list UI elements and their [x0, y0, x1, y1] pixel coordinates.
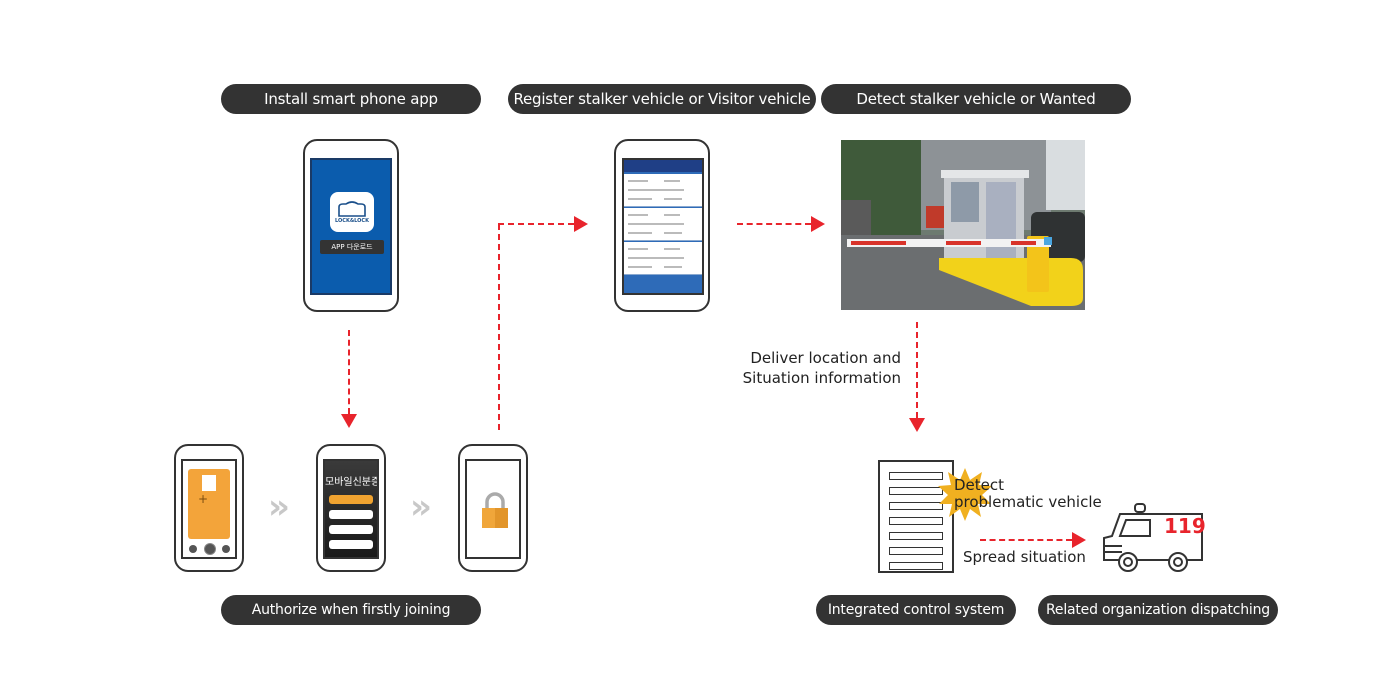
mobile-id-title: 모바일신분증	[325, 477, 379, 488]
dot-icon	[189, 545, 197, 553]
app-install-phone: LOCK&LOCK APP 다운로드	[303, 139, 399, 312]
input-field[interactable]	[329, 510, 373, 519]
lock-screen	[465, 459, 521, 559]
detect-label-line2: problematic vehicle	[954, 493, 1102, 511]
server-row	[889, 562, 943, 570]
server-row	[889, 547, 943, 555]
flow-arrow-install-to-authorize	[348, 330, 350, 414]
app-install-screen: LOCK&LOCK APP 다운로드	[310, 158, 392, 295]
vehicle-list-item[interactable]	[624, 174, 702, 207]
spread-situation-label: Spread situation	[963, 548, 1086, 566]
padlock-icon	[482, 492, 508, 528]
deliver-label-line1: Deliver location and	[750, 349, 901, 367]
input-field-active[interactable]	[329, 495, 373, 504]
step-authorize-label: Authorize when firstly joining	[221, 595, 481, 625]
chevron-right-icon: »	[268, 487, 290, 527]
dot-icon	[222, 545, 230, 553]
server-row	[889, 472, 943, 480]
deliver-label-line2: Situation information	[742, 369, 901, 387]
arrow-head-right-icon	[1072, 532, 1086, 548]
ambulance-icon	[1103, 503, 1203, 572]
server-row	[889, 532, 943, 540]
lock-and-lock-app-icon: LOCK&LOCK	[330, 192, 374, 232]
id-scan-phone: +	[174, 444, 244, 572]
server-row	[889, 502, 943, 510]
id-scan-screen: +	[181, 459, 237, 559]
register-phone	[614, 139, 710, 312]
server-row	[889, 517, 943, 525]
step-install-label: Install smart phone app	[221, 84, 481, 114]
step-dispatch-label: Related organization dispatching	[1038, 595, 1278, 625]
id-card-image: +	[188, 469, 230, 539]
flow-arrow-register-to-detect	[737, 223, 811, 225]
parking-barrier-photo	[841, 140, 1085, 310]
deliver-info-label: Deliver location and Situation informati…	[730, 348, 901, 388]
id-photo-icon	[202, 475, 216, 491]
app-header-bar	[624, 160, 702, 172]
step-detect-label: Detect stalker vehicle or Wanted	[821, 84, 1131, 114]
chevron-right-icon: »	[410, 487, 432, 527]
mobile-id-screen: 모바일신분증	[323, 459, 379, 559]
alert-starburst-icon	[938, 468, 992, 521]
input-field[interactable]	[329, 525, 373, 534]
ambulance-number: 119	[1164, 514, 1206, 538]
camera-icon[interactable]	[204, 543, 216, 555]
arrow-head-down-icon	[341, 414, 357, 428]
flow-arrow-lock-to-register-vertical	[498, 224, 500, 430]
server-row	[889, 487, 943, 495]
step-control-label: Integrated control system	[816, 595, 1016, 625]
mobile-id-phone: 모바일신분증	[316, 444, 386, 572]
arrow-head-right-icon	[574, 216, 588, 232]
crosshair-icon: +	[198, 492, 209, 506]
app-logo-text: LOCK&LOCK	[335, 218, 369, 224]
detect-label-line1: Detect	[954, 476, 1005, 494]
vehicle-list-item[interactable]	[624, 208, 702, 241]
input-field[interactable]	[329, 540, 373, 549]
register-screen	[622, 158, 704, 295]
lid-icon	[338, 201, 366, 217]
flow-arrow-lock-to-register-horizontal	[498, 223, 574, 225]
arrow-head-down-icon	[909, 418, 925, 432]
arrow-head-right-icon	[811, 216, 825, 232]
flow-arrow-spread	[980, 539, 1072, 541]
vehicle-list-item[interactable]	[624, 242, 702, 275]
app-download-button[interactable]: APP 다운로드	[320, 240, 384, 254]
step-register-label: Register stalker vehicle or Visitor vehi…	[508, 84, 816, 114]
lock-phone	[458, 444, 528, 572]
flow-arrow-detect-to-control	[916, 322, 918, 418]
detect-problem-label: Detect problematic vehicle	[954, 477, 1102, 511]
control-system-document	[878, 460, 954, 573]
